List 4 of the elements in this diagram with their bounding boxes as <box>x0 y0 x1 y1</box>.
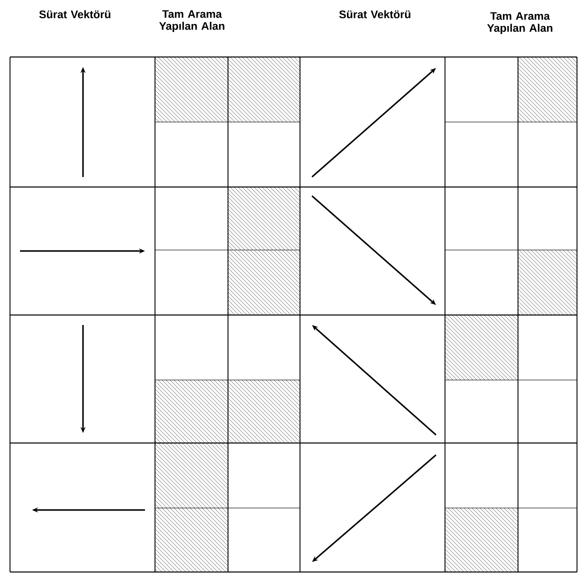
column-header: Tam Arama Yapılan Alan <box>159 10 224 32</box>
column-header: Tam Arama Yapılan Alan <box>487 12 552 34</box>
column-header: Sürat Vektörü <box>39 10 110 18</box>
column-header: Sürat Vektörü <box>339 10 410 18</box>
